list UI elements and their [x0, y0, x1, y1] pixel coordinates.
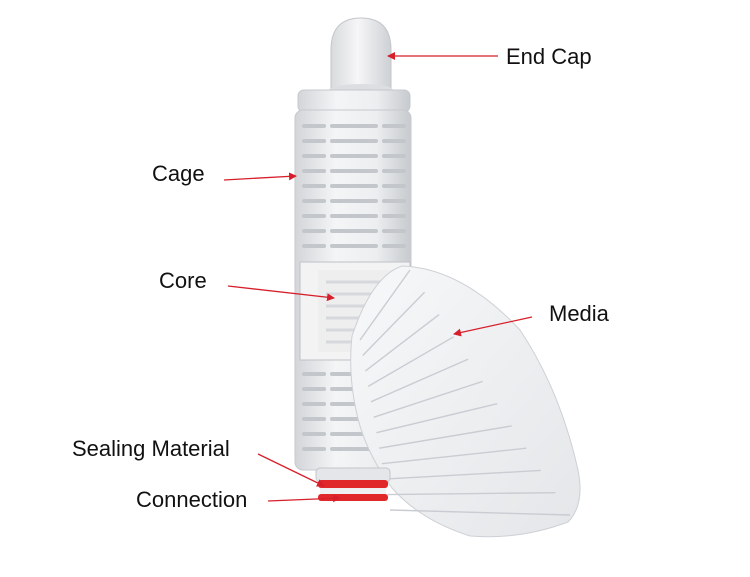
cage-slot — [330, 124, 378, 128]
cage-slot — [330, 184, 378, 188]
end-cap-dome — [329, 17, 393, 96]
label-core: Core — [159, 268, 207, 293]
cage-slot — [302, 372, 326, 376]
cage-slot — [382, 154, 406, 158]
cage-slot — [330, 447, 378, 451]
cage-slot — [330, 229, 378, 233]
cage-slot — [382, 199, 406, 203]
cage-slot — [382, 124, 406, 128]
media-pleat-line — [367, 336, 454, 387]
connection-adapter — [315, 467, 391, 501]
label-end-cap: End Cap — [506, 44, 592, 69]
cage-slot — [382, 184, 406, 188]
arrow-core — [227, 285, 335, 302]
pleated-media — [350, 265, 581, 538]
arrow-cage — [223, 172, 297, 181]
arrow-media — [453, 316, 533, 337]
cage-slot — [330, 154, 378, 158]
cage-slot — [302, 154, 326, 158]
media-pleat-line — [389, 509, 571, 516]
cage-slot — [302, 244, 326, 248]
label-connection: Connection — [136, 487, 248, 512]
cage-slot — [330, 214, 378, 218]
cage-slot — [302, 229, 326, 233]
cage-slot — [382, 244, 406, 248]
cage-slot — [330, 244, 378, 248]
cage-slot — [302, 417, 326, 421]
leader-arrows — [223, 52, 533, 503]
arrow-sealing-material — [257, 453, 325, 487]
cage-slot — [330, 199, 378, 203]
cage-slots-upper — [302, 124, 406, 248]
media-pleat-line — [376, 402, 498, 434]
cage-slot — [302, 214, 326, 218]
media-pleat-line — [365, 313, 440, 372]
cage-slot — [382, 169, 406, 173]
arrow-connection — [267, 494, 341, 503]
cage-slot — [330, 139, 378, 143]
cage-slot — [382, 139, 406, 143]
end-cap-band — [297, 89, 411, 113]
media-pleat-lines — [359, 269, 571, 516]
cage-slot — [382, 229, 406, 233]
cage-slot — [302, 184, 326, 188]
media-pleat-line — [373, 380, 483, 418]
label-cage: Cage — [152, 161, 205, 186]
sealing-o-ring-lower — [318, 494, 388, 501]
label-media: Media — [549, 301, 609, 326]
label-sealing-material: Sealing Material — [72, 436, 230, 461]
cage-slot — [302, 169, 326, 173]
media-pleat-line — [378, 425, 512, 449]
media-pleat-line — [370, 358, 469, 403]
media-pleat-line — [359, 269, 411, 341]
media-pleat-line — [387, 492, 556, 496]
cage-slot — [302, 447, 326, 451]
sealing-o-ring-upper — [318, 480, 388, 488]
cage-slot — [302, 124, 326, 128]
cage-slot — [302, 387, 326, 391]
cage-slot — [302, 199, 326, 203]
cage-slot — [302, 402, 326, 406]
cage-slot — [330, 169, 378, 173]
media-pleat-line — [362, 291, 426, 356]
cage-slot — [302, 139, 326, 143]
cage-slot — [302, 432, 326, 436]
cage-slot — [382, 214, 406, 218]
media-pleat-line — [381, 447, 527, 465]
media-pleat-line — [384, 469, 541, 480]
